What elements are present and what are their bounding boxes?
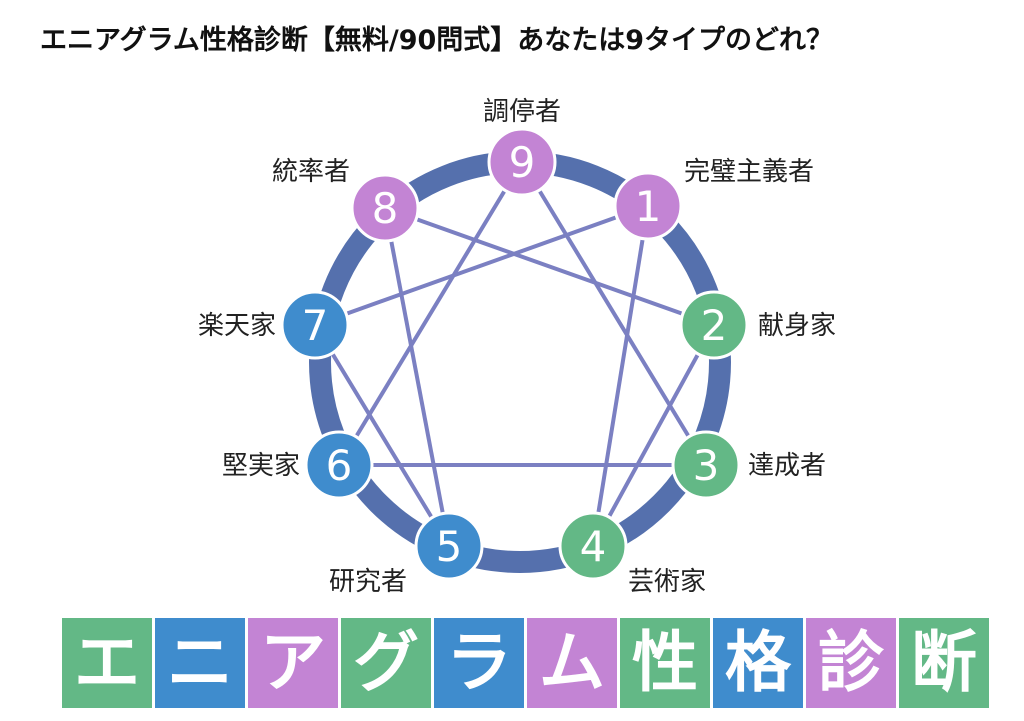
banner-tile: ア: [248, 618, 338, 708]
type-label-1: 完璧主義者: [684, 157, 814, 187]
type-node-8: 8: [350, 173, 420, 243]
type-label-7: 楽天家: [198, 311, 276, 341]
banner-tile: グ: [341, 618, 431, 708]
type-label-3: 達成者: [748, 451, 826, 481]
connection-line-2-4: [591, 324, 716, 547]
type-circle-4: [558, 511, 628, 581]
type-number-1: 1: [635, 182, 662, 231]
connection-line-1-7: [314, 204, 649, 327]
type-circle-8: [350, 173, 420, 243]
banner-tile: 性: [620, 618, 710, 708]
type-number-7: 7: [302, 301, 329, 350]
type-number-4: 4: [580, 522, 607, 571]
banner-tile: 格: [713, 618, 803, 708]
type-node-1: 1: [613, 171, 683, 241]
type-node-3: 3: [671, 430, 741, 500]
page-title: エニアグラム性格診断【無料/90問式】あなたは9タイプのどれ？: [40, 25, 834, 56]
type-label-6: 堅実家: [222, 451, 300, 481]
type-label-2: 献身家: [758, 311, 836, 341]
type-number-9: 9: [509, 138, 536, 187]
type-node-4: 4: [558, 511, 628, 581]
banner-tile: ラ: [434, 618, 524, 708]
enneagram-diagram: 1 完璧主義者 2 献身家 3 達成者 4 芸術家 5 研究者 6 堅実家 7 楽天家 8 統率者 9 調停者: [198, 97, 836, 597]
type-node-7: 7: [280, 290, 350, 360]
type-label-5: 研究者: [329, 567, 407, 597]
type-circle-3: [671, 430, 741, 500]
type-label-8: 統率者: [272, 157, 350, 187]
banner-tile: ニ: [155, 618, 245, 708]
type-number-5: 5: [436, 522, 463, 571]
connection-line-4-1: [591, 205, 650, 547]
connection-line-9-3: [520, 160, 708, 467]
type-node-2: 2: [679, 290, 749, 360]
connection-line-6-9: [337, 160, 524, 467]
banner-tile: 診: [806, 618, 896, 708]
connection-line-8-2: [384, 206, 715, 327]
banner-tile: ム: [527, 618, 617, 708]
type-number-8: 8: [372, 184, 399, 233]
type-number-3: 3: [693, 441, 720, 490]
connection-line-5-8: [383, 207, 451, 547]
type-label-4: 芸術家: [628, 567, 706, 597]
banner-tile: エ: [62, 618, 152, 708]
type-label-9: 調停者: [483, 97, 561, 127]
type-circle-1: [613, 171, 683, 241]
type-circle-6: [304, 430, 374, 500]
connection-line-7-5: [313, 323, 451, 548]
type-circle-2: [679, 290, 749, 360]
type-circle-5: [414, 511, 484, 581]
type-node-5: 5: [414, 511, 484, 581]
title-banner: エニアグラム性格診断: [62, 618, 989, 708]
type-circle-7: [280, 290, 350, 360]
type-circle-9: [487, 127, 557, 197]
type-node-9: 9: [487, 127, 557, 197]
type-node-6: 6: [304, 430, 374, 500]
type-number-6: 6: [326, 441, 353, 490]
type-number-2: 2: [701, 301, 728, 350]
banner-tile: 断: [899, 618, 989, 708]
